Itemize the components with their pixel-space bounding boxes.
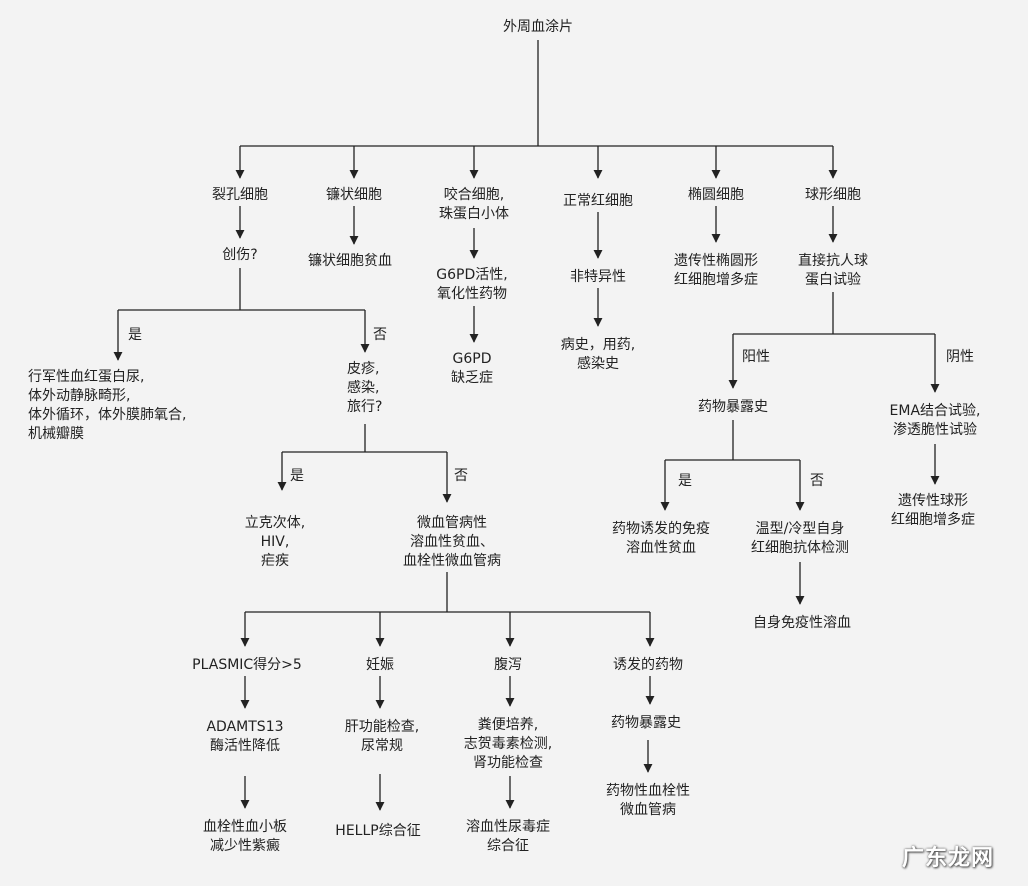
- node-sickle-cell: 镰状细胞: [326, 187, 382, 203]
- node-normal-rbc: 正常红细胞: [563, 193, 633, 209]
- node-hus: 溶血性尿毒症 综合征: [466, 819, 550, 854]
- node-plasmic-score: PLASMIC得分>5: [192, 657, 302, 673]
- node-peripheral-smear: 外周血涂片: [503, 19, 573, 35]
- node-adamts13: ADAMTS13 酶活性降低: [206, 719, 284, 754]
- node-drug-trigger: 诱发的药物: [613, 657, 683, 673]
- node-history: 病史，用药, 感染史: [560, 337, 636, 372]
- node-drug-exposure: 药物暴露史: [698, 399, 768, 415]
- node-pregnancy: 妊娠: [366, 657, 394, 673]
- node-rash-infection-travel: 皮疹, 感染, 旅行?: [347, 361, 383, 415]
- node-hereditary-spherocytosis: 遗传性球形 红细胞增多症: [891, 493, 975, 528]
- node-drug-tma: 药物性血栓性 微血管病: [606, 783, 690, 818]
- node-spherocyte: 球形细胞: [805, 187, 861, 203]
- node-hellp: HELLP综合征: [335, 823, 421, 839]
- node-ttp: 血栓性血小板 减少性紫癜: [203, 819, 287, 854]
- node-warm-cold-antibody: 温型/冷型自身 红细胞抗体检测: [751, 521, 849, 556]
- watermark-logo: 广东龙网: [901, 845, 994, 871]
- node-g6pd-activity: G6PD活性, 氧化性药物: [436, 267, 508, 302]
- edge-label-no: 否: [454, 468, 468, 484]
- node-nonspecific: 非特异性: [570, 269, 626, 285]
- node-liver-urine-tests: 肝功能检查, 尿常规: [344, 719, 420, 754]
- edge-label-yes: 是: [128, 327, 142, 343]
- node-sickle-anemia: 镰状细胞贫血: [308, 253, 392, 269]
- node-trauma-causes: 行军性血红蛋白尿, 体外动静脉畸形, 体外循环，体外膜肺氧合, 机械瓣膜: [28, 369, 187, 442]
- node-infectious-causes: 立克次体, HIV, 疟疾: [244, 515, 306, 569]
- node-schistocyte: 裂孔细胞: [212, 187, 268, 203]
- edge-label-negative: 阴性: [946, 349, 974, 365]
- node-stool-tests: 粪便培养, 志贺毒素检测, 肾功能检查: [463, 717, 553, 771]
- node-diarrhea: 腹泻: [494, 657, 522, 673]
- edge-label-yes: 是: [678, 473, 692, 489]
- node-elliptocyte: 椭圆细胞: [688, 187, 744, 203]
- node-mahat-tma: 微血管病性 溶血性贫血、 血栓性微血管病: [403, 515, 501, 569]
- node-drug-exposure: 药物暴露史: [611, 715, 681, 731]
- node-g6pd-deficiency: G6PD 缺乏症: [451, 351, 493, 386]
- node-hereditary-elliptocytosis: 遗传性椭圆形 红细胞增多症: [674, 253, 758, 288]
- node-drug-induced-iha: 药物诱发的免疫 溶血性贫血: [612, 521, 710, 556]
- node-aiha: 自身免疫性溶血: [753, 615, 851, 631]
- node-bite-cell: 咬合细胞, 珠蛋白小体: [439, 187, 509, 222]
- edge-label-no: 否: [373, 327, 387, 343]
- edge-label-positive: 阳性: [742, 349, 770, 365]
- node-dat: 直接抗人球 蛋白试验: [798, 253, 868, 288]
- node-ema-osmotic: EMA结合试验, 渗透脆性试验: [889, 403, 981, 438]
- node-trauma-question: 创伤?: [222, 247, 258, 263]
- edge-label-no: 否: [810, 473, 824, 489]
- edge-label-yes: 是: [290, 468, 304, 484]
